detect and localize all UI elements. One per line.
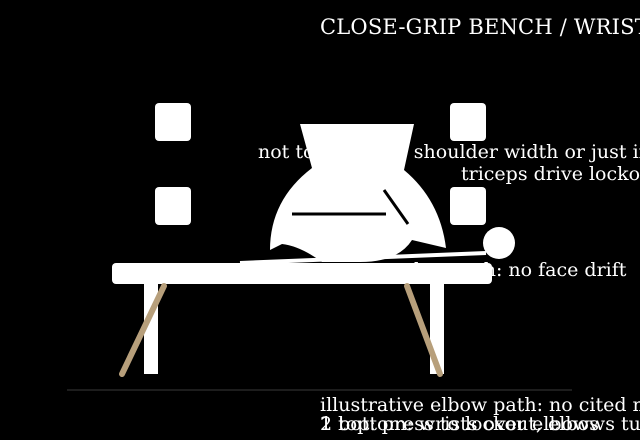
bench-leg-right [404,283,443,377]
plate-square-right-top [450,103,486,141]
grip-note-label: not too narrow: shoulder width or just i… [258,141,640,163]
diagram-title: CLOSE-GRIP BENCH / WRISTS [320,15,640,39]
plate-square-left-bottom [155,187,191,225]
barbell-end [483,227,515,259]
triceps-label: triceps drive lockout [461,163,640,185]
plate-square-left-top [155,103,191,141]
footer-line-2b: 2 top: press to lockout, elbows tucked [320,413,640,435]
bench-top [112,263,492,284]
plate-square-right-bottom [450,187,486,225]
bench-leg-left [119,283,167,377]
forearm-line [382,189,410,225]
footer-line-2a: 1 bottom: wrists over elbows [320,413,599,435]
bar-path-label: bar path: no face drift [414,259,627,281]
lifter-torso [270,124,446,262]
barbell-bar [239,251,487,265]
footer-line-1: illustrative elbow path: no cited max [320,394,640,416]
